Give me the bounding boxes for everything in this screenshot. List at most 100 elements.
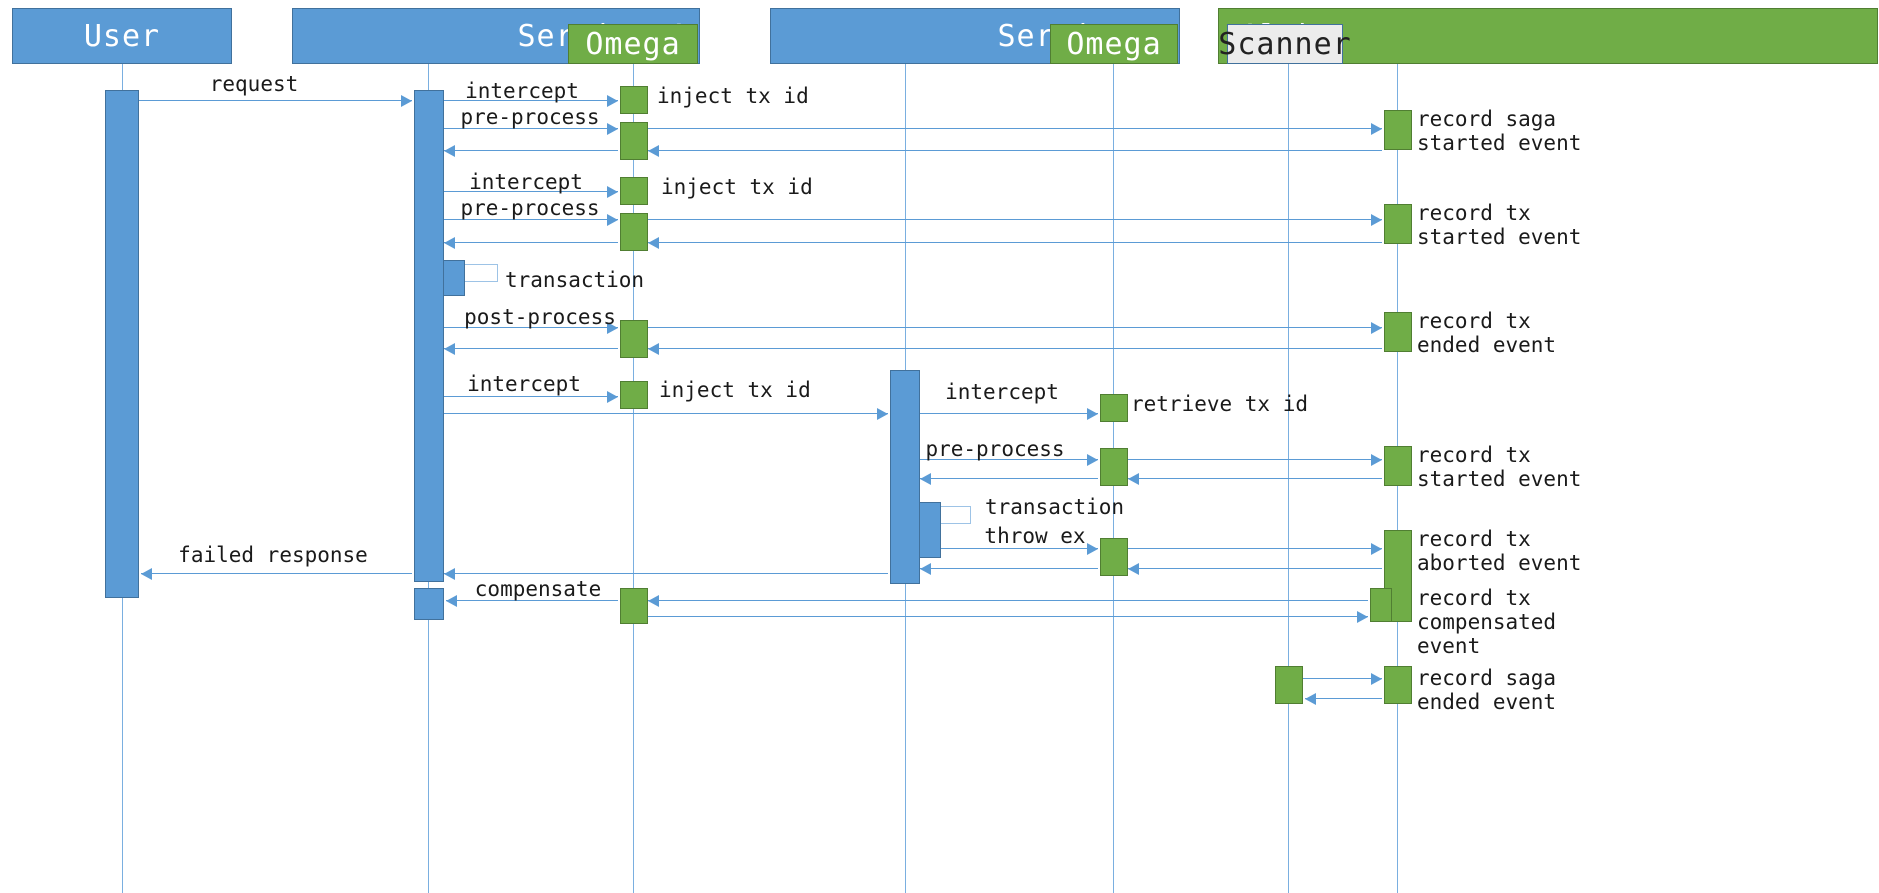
message-line-m24 [444, 413, 888, 414]
message-label-t13: post-process [464, 305, 616, 329]
lifeline-omegaA [633, 64, 634, 893]
arrow-head-m37 [920, 563, 931, 575]
self-call-loop-s2 [941, 506, 971, 524]
arrow-head-m11 [607, 214, 618, 226]
message-line-m34 [1128, 548, 1382, 549]
arrow-head-m25 [1087, 408, 1098, 420]
activation-bar-omegaA-a7[interactable] [620, 177, 648, 205]
message-line-m2 [444, 100, 618, 101]
activation-bar-omegaB-a16[interactable] [1100, 538, 1128, 576]
participant-header-omegaB[interactable]: Omega [1050, 24, 1178, 64]
arrow-head-m28 [1371, 454, 1382, 466]
arrow-head-m44 [1371, 673, 1382, 685]
arrow-head-m18 [1371, 322, 1382, 334]
activation-bar-serviceA-a3[interactable] [443, 260, 465, 296]
message-line-m41 [648, 600, 1368, 601]
arrow-head-m46 [1305, 693, 1316, 705]
message-label-t24: throw ex [984, 524, 1086, 548]
message-label-t32: record saga [1417, 666, 1557, 690]
arrow-head-m31 [920, 473, 931, 485]
arrow-head-m9 [607, 186, 618, 198]
arrow-head-m1 [401, 95, 412, 107]
arrow-head-m8 [444, 145, 455, 157]
message-line-m40 [446, 600, 618, 601]
message-line-m5 [648, 128, 1382, 129]
message-line-m12 [648, 219, 1382, 220]
message-line-m17 [444, 327, 618, 328]
message-line-m22 [444, 396, 618, 397]
arrow-head-m4 [607, 123, 618, 135]
message-label-t29: record tx [1417, 586, 1531, 610]
activation-bar-serviceA-a2[interactable] [414, 90, 444, 582]
activation-bar-user-a1[interactable] [105, 90, 139, 598]
participant-header-omegaA[interactable]: Omega [568, 24, 698, 64]
message-line-m38 [444, 573, 888, 574]
message-label-t27: failed response [178, 543, 368, 567]
message-label-t5: record saga [1417, 107, 1557, 131]
message-line-m30 [1128, 478, 1382, 479]
message-label-t11: started event [1417, 225, 1582, 249]
activation-bar-serviceB-a12[interactable] [890, 370, 920, 584]
activation-bar-omegaB-a15[interactable] [1100, 448, 1128, 486]
message-label-t15: ended event [1417, 333, 1557, 357]
participant-header-user[interactable]: User [12, 8, 232, 64]
message-label-t4: pre-process [460, 105, 600, 129]
activation-bar-omegaA-a8[interactable] [620, 213, 648, 251]
activation-bar-omegaB-a14[interactable] [1100, 394, 1128, 422]
arrow-head-m7 [648, 145, 659, 157]
participant-header-scanner[interactable]: Scanner [1218, 24, 1351, 64]
activation-bar-alpha-a19[interactable] [1384, 204, 1412, 244]
message-label-t10: record tx [1417, 201, 1531, 225]
message-line-m33 [941, 548, 1098, 549]
arrow-head-m20 [648, 343, 659, 355]
message-line-m8 [444, 150, 618, 151]
activation-bar-alpha-a18[interactable] [1384, 110, 1412, 150]
message-line-m25 [920, 413, 1098, 414]
self-call-loop-s1 [465, 264, 498, 282]
activation-bar-omegaA-a10[interactable] [620, 381, 648, 409]
arrow-head-m12 [1371, 214, 1382, 226]
arrow-head-m17 [607, 322, 618, 334]
message-label-t26: aborted event [1417, 551, 1582, 575]
message-label-t23: transaction [985, 495, 1125, 519]
message-line-m27 [920, 459, 1098, 460]
arrow-head-m40 [446, 595, 457, 607]
message-label-t18: intercept [945, 380, 1059, 404]
activation-bar-omegaA-a11[interactable] [620, 588, 648, 624]
activation-bar-alpha-a21[interactable] [1384, 446, 1412, 486]
arrow-head-m36 [1128, 563, 1139, 575]
arrow-head-m21 [444, 343, 455, 355]
activation-bar-alpha-a23[interactable] [1370, 588, 1392, 622]
arrow-head-m38 [444, 568, 455, 580]
message-label-t8: inject tx id [661, 175, 813, 199]
message-line-m7 [648, 150, 1382, 151]
message-label-t19: retrieve tx id [1131, 392, 1309, 416]
activation-bar-omegaA-a5[interactable] [620, 86, 648, 114]
message-label-t12: transaction [505, 268, 645, 292]
activation-bar-scanner-a17[interactable] [1275, 666, 1303, 704]
arrow-head-m34 [1371, 543, 1382, 555]
arrow-head-m27 [1087, 454, 1098, 466]
message-label-t17: inject tx id [659, 378, 811, 402]
arrow-head-m5 [1371, 123, 1382, 135]
arrow-head-m14 [648, 237, 659, 249]
message-line-m43 [648, 616, 1368, 617]
message-line-m11 [444, 219, 618, 220]
activation-bar-alpha-a24[interactable] [1384, 666, 1412, 704]
arrow-head-m30 [1128, 473, 1139, 485]
message-label-t14: record tx [1417, 309, 1531, 333]
message-line-m15 [444, 242, 618, 243]
message-label-t7: intercept [469, 170, 583, 194]
message-line-m18 [648, 327, 1382, 328]
activation-bar-serviceB-a13[interactable] [919, 502, 941, 558]
arrow-head-m15 [444, 237, 455, 249]
activation-bar-alpha-a20[interactable] [1384, 312, 1412, 352]
activation-bar-omegaA-a9[interactable] [620, 320, 648, 358]
activation-bar-serviceA-a4[interactable] [414, 588, 444, 620]
activation-bar-omegaA-a6[interactable] [620, 122, 648, 160]
message-label-t25: record tx [1417, 527, 1531, 551]
message-label-t16: intercept [467, 372, 581, 396]
message-label-t2: intercept [465, 79, 579, 103]
arrow-head-m41 [648, 595, 659, 607]
message-line-m9 [444, 191, 618, 192]
